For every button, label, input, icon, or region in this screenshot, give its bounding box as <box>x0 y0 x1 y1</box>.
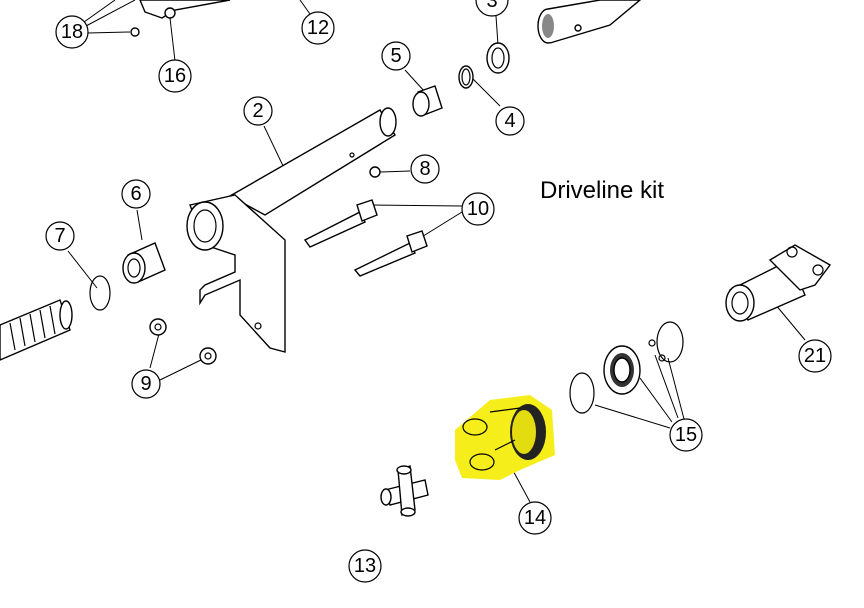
svg-text:14: 14 <box>524 507 546 529</box>
part-7-snap-ring <box>89 275 111 311</box>
part-top-bracket <box>130 0 231 37</box>
part-2-arm <box>186 107 397 353</box>
part-5-bushing <box>412 85 443 117</box>
svg-text:9: 9 <box>140 373 151 395</box>
part-13-u-joint <box>380 465 429 517</box>
svg-text:16: 16 <box>164 65 186 87</box>
callout-16: 16 <box>158 59 192 93</box>
callout-5: 5 <box>381 41 411 71</box>
callout-2: 2 <box>243 96 273 126</box>
callout-3: 3 <box>475 0 509 17</box>
callout-21: 21 <box>798 339 832 373</box>
part-10-bolts <box>303 199 428 277</box>
callout-13: 13 <box>348 549 382 583</box>
svg-text:12: 12 <box>307 17 329 39</box>
svg-text:10: 10 <box>467 198 489 220</box>
callout-7: 7 <box>45 221 75 251</box>
callout-6: 6 <box>121 179 151 209</box>
part-4-ring <box>458 65 474 89</box>
svg-text:7: 7 <box>54 225 65 247</box>
part-14-yoke-highlighted <box>455 395 555 480</box>
svg-text:6: 6 <box>130 183 141 205</box>
svg-text:5: 5 <box>390 45 401 67</box>
svg-text:21: 21 <box>804 345 826 367</box>
callout-10: 10 <box>461 192 495 226</box>
part-3-bearing <box>486 42 510 74</box>
diagram-title: Driveline kit <box>540 177 665 204</box>
callout-12: 12 <box>301 11 335 45</box>
callout-14: 14 <box>518 501 552 535</box>
part-yoke-top <box>537 0 642 44</box>
callout-4: 4 <box>495 106 525 136</box>
callout-18: 18 <box>55 15 89 49</box>
part-shaft <box>0 299 73 361</box>
svg-text:8: 8 <box>419 158 430 180</box>
svg-text:18: 18 <box>61 21 83 43</box>
part-6-bearing <box>122 242 166 284</box>
part-8-nut <box>369 166 381 178</box>
svg-text:2: 2 <box>252 100 263 122</box>
svg-text:4: 4 <box>504 110 515 132</box>
svg-text:3: 3 <box>486 0 497 12</box>
part-21-yoke <box>725 244 832 322</box>
svg-text:15: 15 <box>675 424 697 446</box>
svg-text:13: 13 <box>354 555 376 577</box>
part-15-kit <box>569 321 684 414</box>
callout-9: 9 <box>131 369 161 399</box>
callout-8: 8 <box>410 154 440 184</box>
part-9-nuts <box>149 318 217 365</box>
callout-15: 15 <box>669 418 703 452</box>
